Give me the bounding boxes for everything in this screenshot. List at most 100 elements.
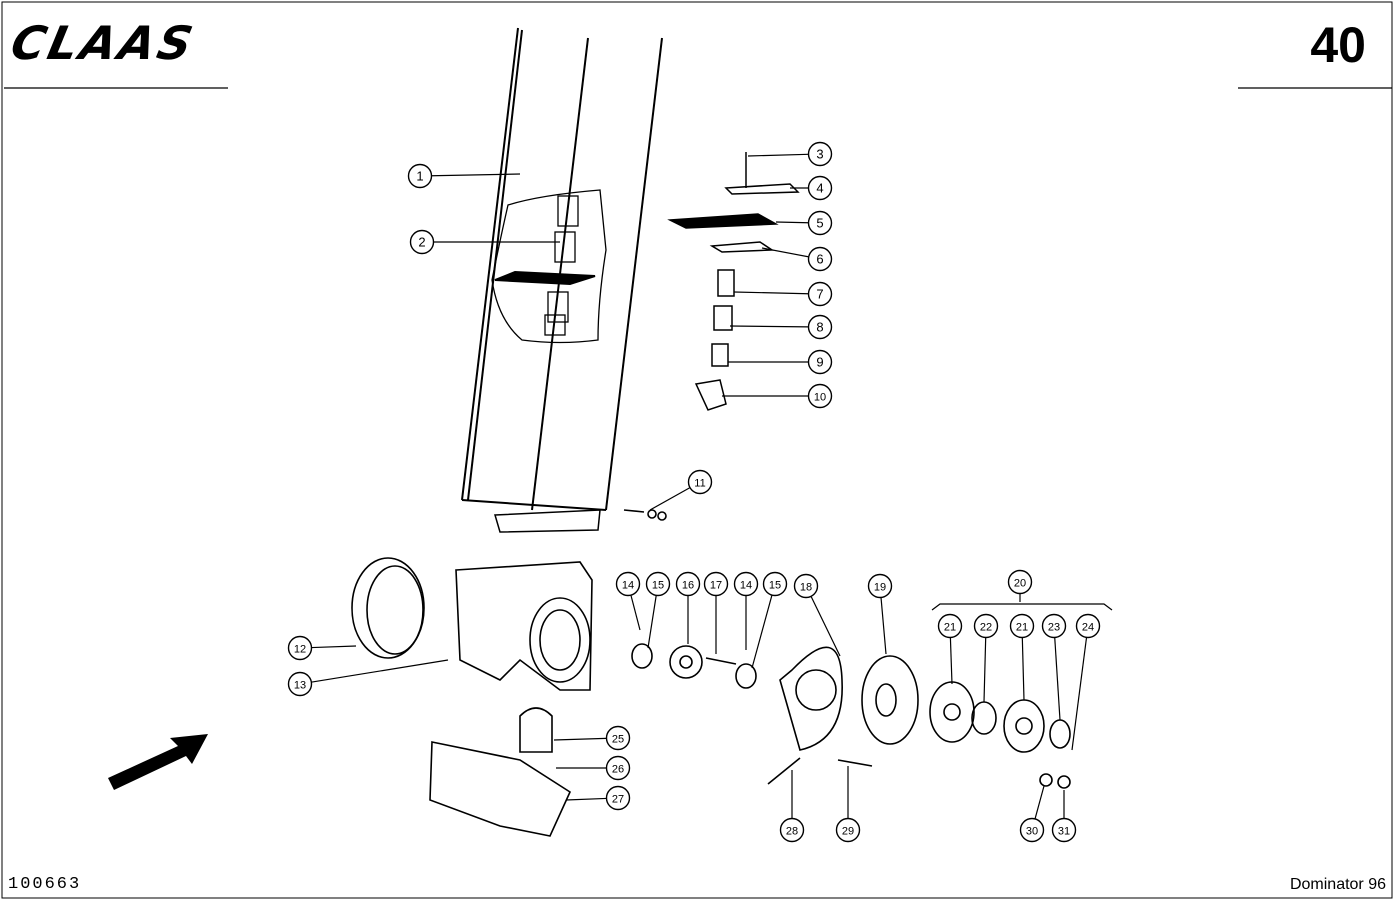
callout-bubble	[973, 613, 999, 639]
page-number: 40	[1310, 17, 1366, 73]
callout-label: 4	[816, 181, 823, 196]
callout-leader-line	[565, 797, 607, 801]
callout-21: 21	[937, 613, 963, 685]
callout-label: 11	[694, 478, 705, 490]
callout-leader-line	[1071, 637, 1088, 751]
callout-leader-line	[949, 637, 953, 685]
callout-bubble	[937, 613, 963, 639]
callout-bubble	[807, 175, 833, 201]
callout-12: 12	[287, 635, 357, 661]
callout-leader-line	[1021, 637, 1025, 701]
callout-leader-line	[1034, 785, 1045, 819]
callout-label: 19	[874, 582, 886, 594]
callout-label: 25	[612, 734, 624, 746]
callout-3: 3	[747, 141, 833, 167]
callout-label: 21	[1016, 622, 1028, 634]
callout-bubble	[807, 383, 833, 409]
callout-leader-line	[761, 247, 809, 258]
callout-9: 9	[728, 349, 833, 375]
callout-leader-line	[1054, 637, 1061, 721]
callout-15: 15	[751, 571, 788, 669]
callout-leader-line	[751, 595, 773, 669]
callout-bubble	[807, 210, 833, 236]
callout-label: 27	[612, 794, 624, 806]
callout-leader-line	[649, 487, 690, 511]
callout-bubble	[807, 314, 833, 340]
callout-leader-line	[810, 596, 841, 657]
callout-label: 24	[1082, 622, 1094, 634]
document-id: 100663	[8, 875, 82, 894]
callout-bubble	[835, 817, 861, 843]
callout-13: 13	[287, 659, 449, 697]
callout-label: 14	[622, 580, 634, 592]
callout-25: 25	[553, 725, 631, 751]
callout-bubble	[733, 571, 759, 597]
callout-2: 2	[409, 229, 560, 255]
callout-18: 18	[793, 573, 841, 657]
callout-leader-line	[775, 221, 809, 224]
callout-8: 8	[729, 314, 833, 340]
callout-6: 6	[761, 246, 833, 272]
callout-19: 19	[867, 573, 893, 655]
callout-26: 26	[556, 755, 631, 781]
callout-17: 17	[703, 571, 729, 654]
callout-label: 17	[710, 580, 722, 592]
callout-label: 13	[294, 680, 306, 692]
direction-arrow-icon	[108, 734, 208, 790]
callout-leader-line	[630, 595, 641, 631]
lower-assembly-drawing	[351, 509, 1113, 837]
callout-29: 29	[835, 766, 861, 843]
callout-bubble	[1075, 613, 1101, 639]
callout-label: 22	[980, 622, 992, 634]
callout-30: 30	[1019, 785, 1045, 843]
callout-label: 9	[816, 355, 823, 370]
callout-leader-line	[729, 325, 809, 328]
callout-bubble	[407, 163, 433, 189]
callout-bubble	[605, 755, 631, 781]
callout-label: 23	[1048, 622, 1060, 634]
model-name: Dominator 96	[1289, 876, 1386, 893]
callout-bubble	[615, 571, 641, 597]
callout-bubble	[1007, 569, 1033, 595]
callout-bubble	[807, 281, 833, 307]
callout-label: 15	[769, 580, 781, 592]
callout-bubble	[409, 229, 435, 255]
callout-bubble	[287, 671, 313, 697]
callout-11: 11	[649, 469, 713, 511]
callout-label: 15	[652, 580, 664, 592]
callout-label: 10	[814, 392, 826, 404]
callout-label: 5	[816, 216, 823, 231]
callout-label: 12	[294, 644, 306, 656]
callout-leader-line	[747, 153, 809, 157]
callout-leader-line	[553, 737, 607, 741]
callout-22: 22	[973, 613, 999, 703]
callout-27: 27	[565, 785, 631, 811]
callout-leader-line	[647, 595, 657, 649]
callout-bubble	[605, 785, 631, 811]
callout-label: 29	[842, 826, 854, 838]
callout-bubble	[645, 571, 671, 597]
callout-label: 30	[1026, 826, 1038, 838]
callout-bubble	[287, 635, 313, 661]
callout-31: 31	[1051, 790, 1077, 843]
callout-label: 8	[816, 320, 823, 335]
callout-bubble	[793, 573, 819, 599]
callout-24: 24	[1071, 613, 1101, 751]
callout-bubble	[1009, 613, 1035, 639]
callout-28: 28	[779, 770, 805, 843]
callout-label: 3	[816, 147, 823, 162]
callout-5: 5	[775, 210, 833, 236]
callout-leader-line	[733, 291, 809, 295]
callout-bubble	[762, 571, 788, 597]
callout-leader-line	[431, 173, 521, 177]
small-parts-drawing	[667, 152, 800, 411]
callout-10: 10	[722, 383, 833, 409]
callout-leader-line	[880, 597, 887, 655]
callout-bubble	[687, 469, 713, 495]
callout-label: 7	[816, 287, 823, 302]
callout-bubble	[1041, 613, 1067, 639]
